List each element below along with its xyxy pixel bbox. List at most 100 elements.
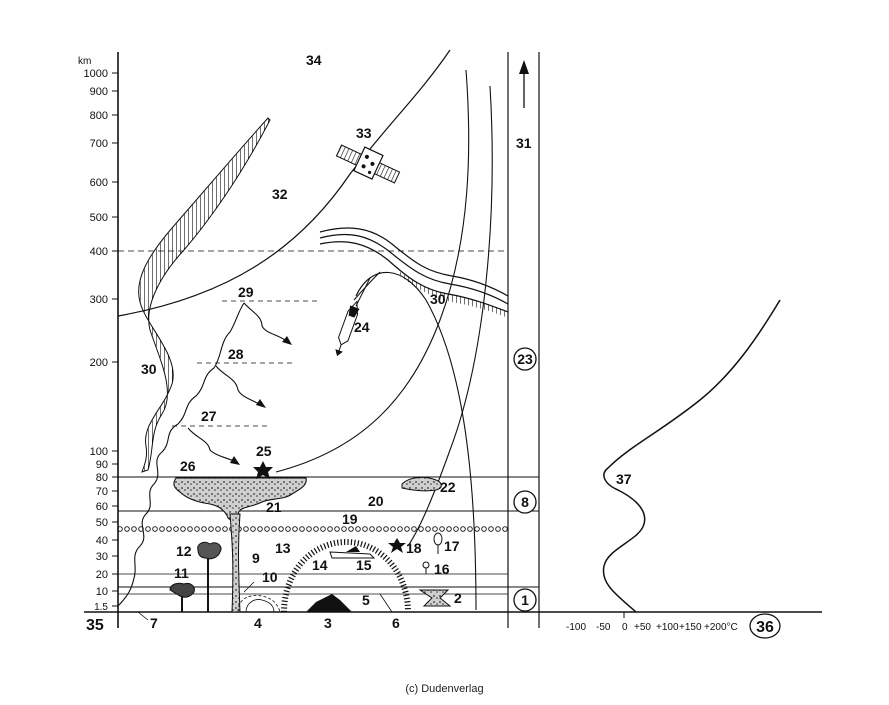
ozone-dot (453, 526, 459, 532)
arrow-heads (230, 336, 292, 465)
label-7: 7 (150, 615, 158, 631)
cloud-12 (197, 541, 222, 560)
ozone-dotted-band (117, 526, 508, 532)
ozone-dot (180, 526, 186, 532)
tick-label: 300 (90, 294, 108, 306)
ozone-dot (418, 526, 424, 532)
tick-label: 700 (90, 138, 108, 150)
ozone-dot (173, 526, 179, 532)
ozone-dot (348, 526, 354, 532)
balloon-icon-17 (433, 532, 443, 554)
label-29: 29 (238, 284, 254, 300)
label-36: 36 (756, 619, 774, 636)
radio-reflect-28 (215, 365, 263, 407)
label-22: 22 (440, 479, 456, 495)
ozone-dot (411, 526, 417, 532)
label-4: 4 (254, 615, 262, 631)
ozone-dot (390, 526, 396, 532)
tick-label: 200 (90, 357, 108, 369)
ozone-dot (404, 526, 410, 532)
aurora-band-30-line3 (319, 241, 509, 313)
tick-label: 80 (96, 472, 108, 484)
tick-label: 100 (90, 446, 108, 458)
ozone-dot (320, 526, 326, 532)
label-33: 33 (356, 125, 372, 141)
tick-label: 20 (96, 569, 108, 581)
number-labels: 34 33 31 32 30 29 24 28 30 27 25 26 22 3… (141, 52, 632, 631)
ozone-dot (285, 526, 291, 532)
ozone-dot (208, 526, 214, 532)
orbit-curve-right-a (275, 69, 470, 473)
circled-label-1: 1 (513, 588, 537, 612)
label-37: 37 (616, 471, 632, 487)
rocket-launch-arc (353, 271, 381, 301)
tick-label: 500 (90, 212, 108, 224)
ozone-dot (159, 526, 165, 532)
label-20: 20 (368, 493, 384, 509)
label-27: 27 (201, 408, 217, 424)
ozone-dot (467, 526, 473, 532)
tick-label: 70 (96, 486, 108, 498)
ozone-dot (166, 526, 172, 532)
ozone-dot (215, 526, 221, 532)
label-35: 35 (86, 617, 104, 634)
label-25: 25 (256, 443, 272, 459)
ozone-dot (145, 526, 151, 532)
ozone-dot (194, 526, 200, 532)
ozone-dot (250, 526, 256, 532)
ozone-dot (383, 526, 389, 532)
ozone-dot (474, 526, 480, 532)
ozone-dot (397, 526, 403, 532)
tick-label: 10 (96, 586, 108, 598)
circled-label-36: 36 (749, 613, 781, 639)
label-24: 24 (354, 319, 370, 335)
radar-dome-arc (281, 538, 411, 613)
radio-wave-path (117, 302, 245, 607)
label-34: 34 (306, 52, 322, 68)
label-17: 17 (444, 538, 460, 554)
ozone-dot (222, 526, 228, 532)
label-21: 21 (266, 499, 282, 515)
radio-reflect-29 (243, 302, 289, 343)
meteor-star-18 (388, 538, 406, 553)
label-3: 3 (324, 615, 332, 631)
label-18: 18 (406, 540, 422, 556)
orbit-curve-right-b (407, 85, 493, 547)
label-5: 5 (362, 592, 370, 608)
axis-unit: km (78, 56, 91, 67)
temp-tick: +100 (656, 622, 679, 633)
leader-6 (379, 593, 393, 613)
circled-label-8: 8 (513, 490, 537, 514)
axis-tick-labels: 1000 900 800 700 600 500 400 300 200 100… (84, 68, 109, 613)
ozone-dot (488, 526, 494, 532)
ozone-dot (502, 526, 508, 532)
label-30a: 30 (430, 291, 446, 307)
small-arc-4b (245, 599, 275, 613)
label-11: 11 (174, 565, 189, 581)
label-1: 1 (521, 592, 529, 608)
tick-label: 800 (90, 110, 108, 122)
leader-10 (243, 581, 255, 593)
label-13: 13 (275, 540, 291, 556)
ozone-dot (292, 526, 298, 532)
rocket-icon (335, 300, 360, 357)
label-19: 19 (342, 511, 358, 527)
noctilucent-cloud-22 (401, 476, 442, 492)
tick-label: 30 (96, 551, 108, 563)
ozone-dot (376, 526, 382, 532)
rocket-trail (355, 277, 371, 307)
airplane-icon (329, 546, 376, 559)
aurora-curtain-left (138, 117, 271, 473)
ozone-dot (124, 526, 130, 532)
balloon-icon-16 (422, 561, 430, 574)
tick-label: 40 (96, 535, 108, 547)
ozone-dot (334, 526, 340, 532)
ozone-dot (243, 526, 249, 532)
tick-label: 90 (96, 459, 108, 471)
label-10: 10 (262, 569, 278, 585)
label-31: 31 (516, 135, 532, 151)
temp-tick: +50 (634, 622, 651, 633)
ozone-dot (327, 526, 333, 532)
label-2: 2 (454, 590, 462, 606)
